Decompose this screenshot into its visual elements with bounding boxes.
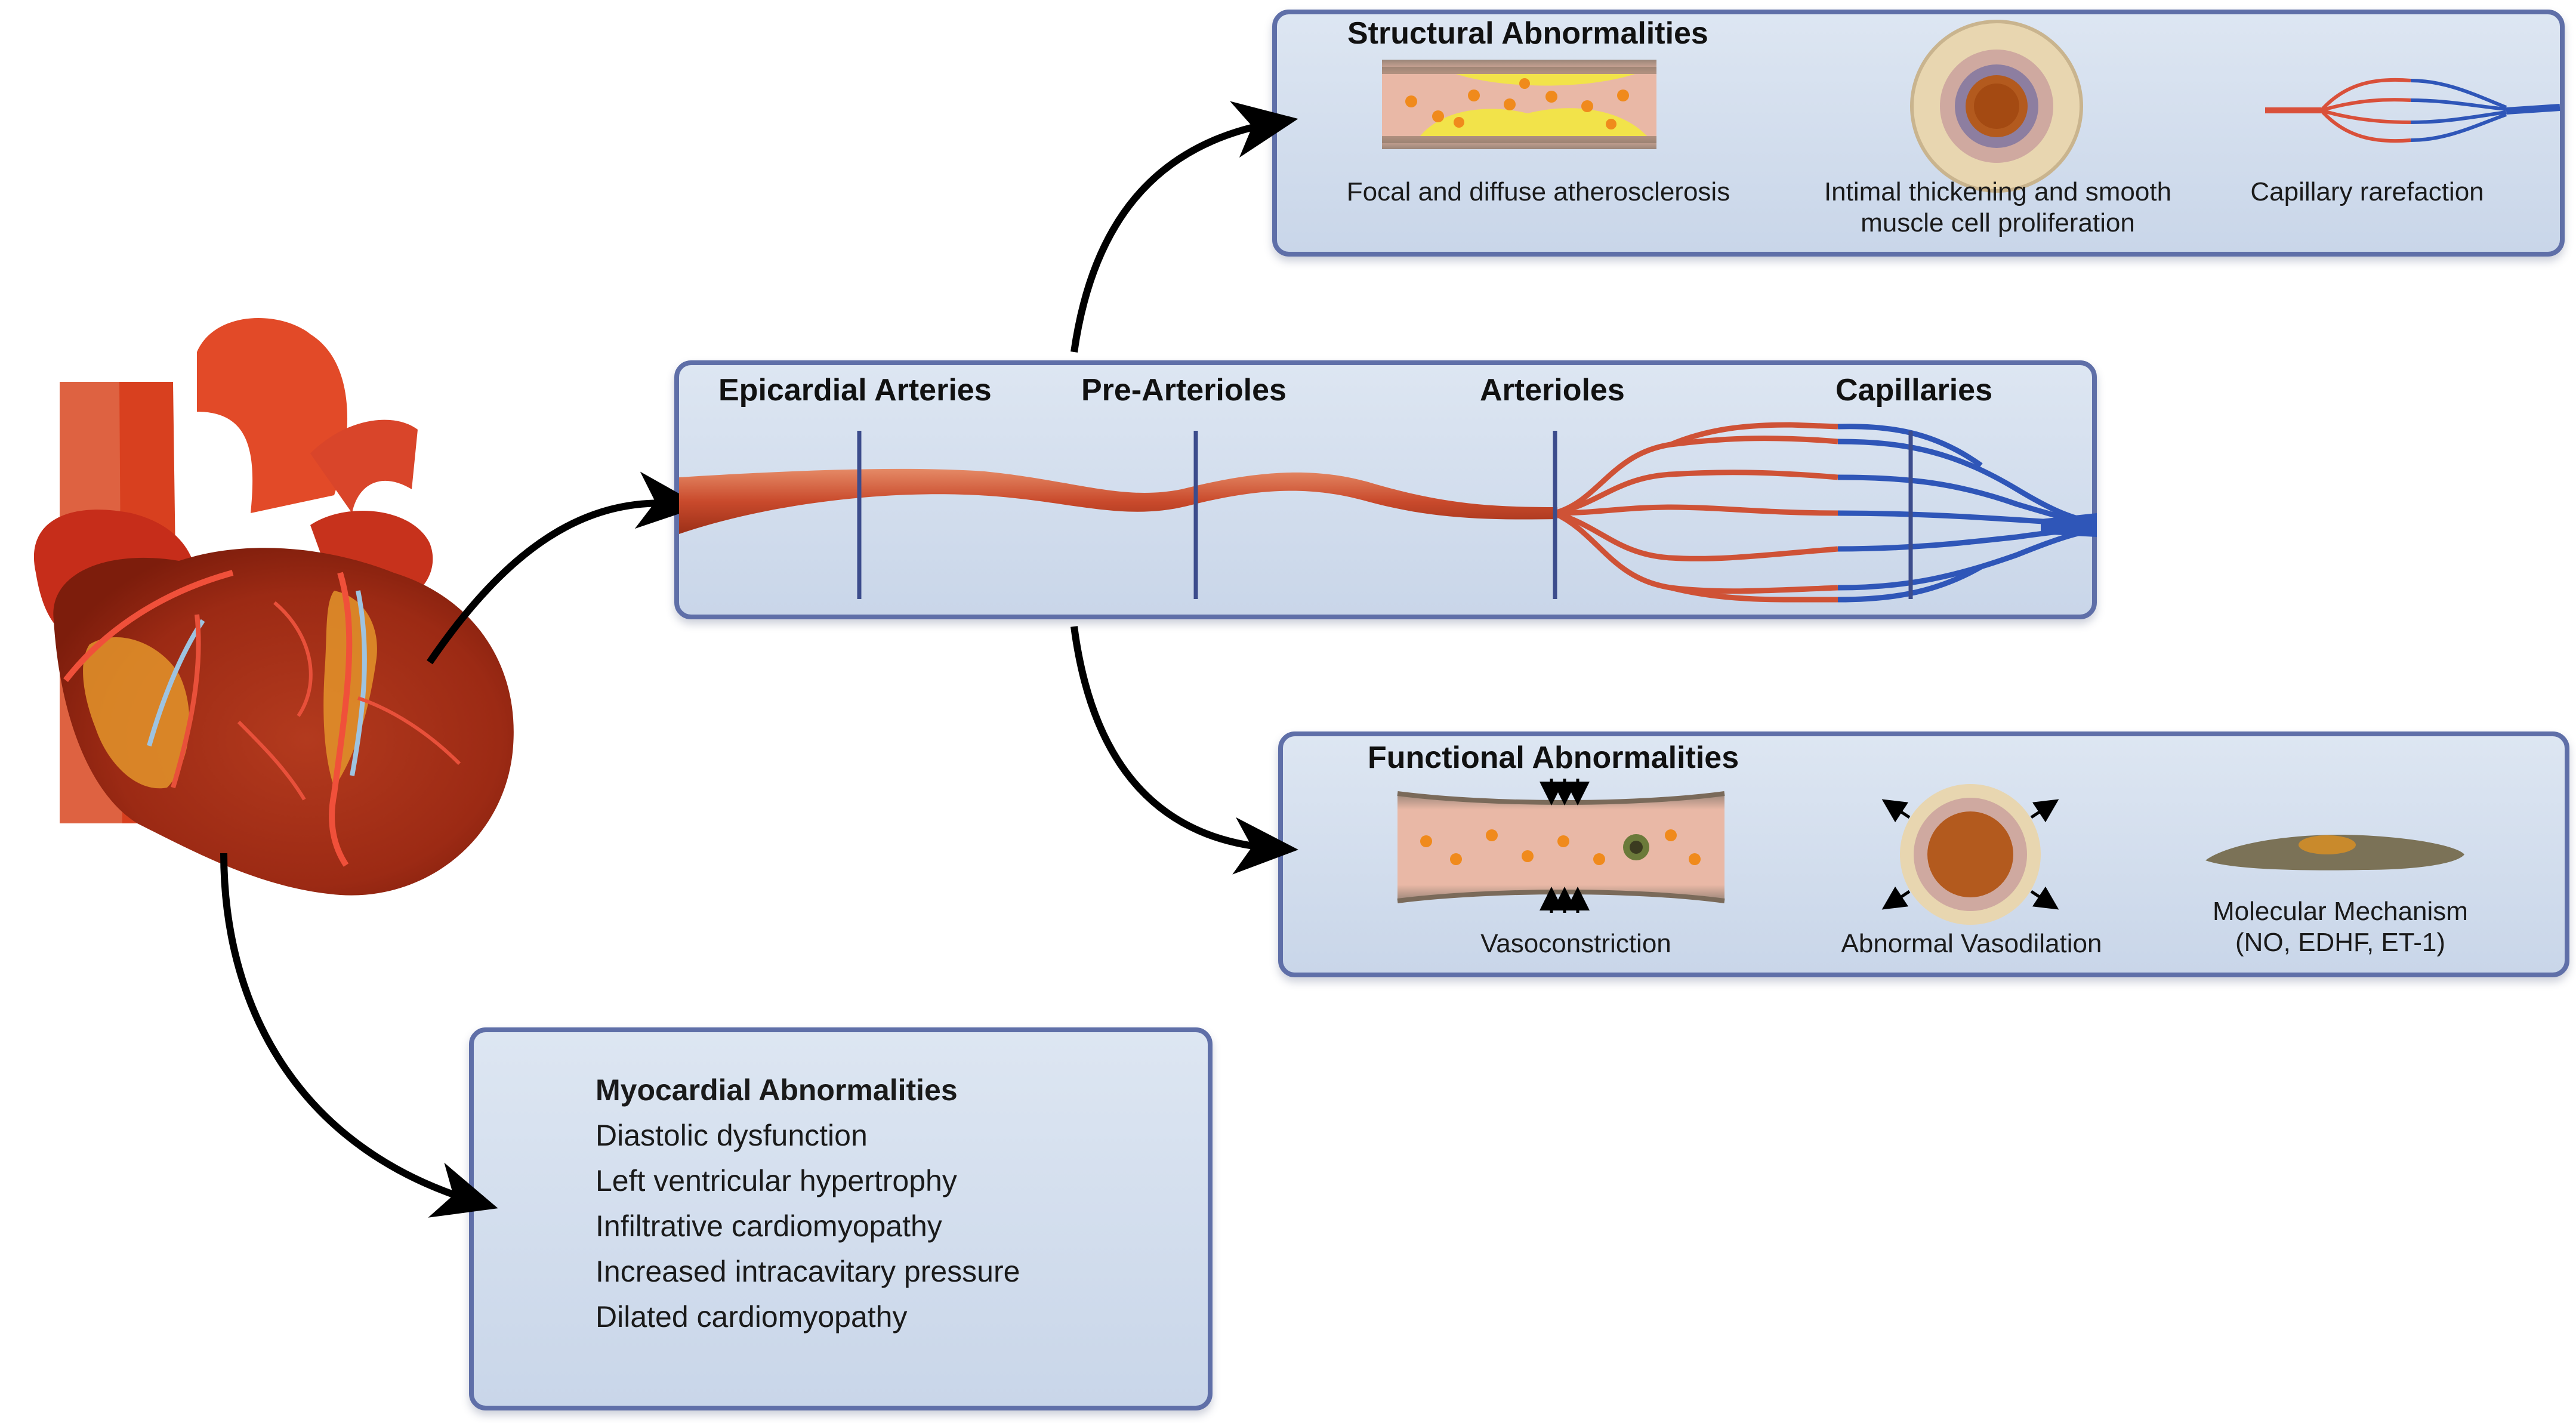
caption-line: muscle cell proliferation [1861, 208, 2135, 237]
endothelial-cell-icon [2205, 835, 2464, 871]
functional-caption-vasodilation: Abnormal Vasodilation [1816, 928, 2127, 959]
coronary-vein-left [147, 619, 205, 747]
caption-line: (NO, EDHF, ET-1) [2235, 928, 2446, 957]
vessel-tree [679, 422, 2097, 603]
structural-caption-atherosclerosis: Focal and diffuse atherosclerosis [1335, 177, 1741, 208]
caption-line: Capillary rarefaction [2250, 177, 2484, 206]
arrow-heart-to-myocardial [220, 853, 498, 1218]
myocardial-item: Left ventricular hypertrophy [596, 1164, 957, 1197]
arteriole-branches [1553, 422, 1838, 603]
functional-title: Functional Abnormalities [1368, 740, 1739, 775]
venule-branches [1837, 424, 2095, 603]
arrow-vessels-to-structural [1070, 101, 1298, 353]
intimal-thickening-icon [1910, 20, 2083, 193]
heart-illustration [33, 317, 514, 896]
arrow-vessels-to-functional [1070, 626, 1298, 875]
myocardial-item: Increased intracavitary pressure [596, 1255, 1020, 1288]
ventricles [53, 548, 514, 896]
myocardial-title: Myocardial Abnormalities [596, 1073, 958, 1107]
caption-line: Intimal thickening and smooth [1824, 177, 2172, 206]
myocardial-item: Diastolic dysfunction [596, 1119, 868, 1152]
coronary-artery-mid [171, 614, 201, 789]
caption-line: Abnormal Vasodilation [1841, 929, 2102, 958]
functional-caption-molecular: Molecular Mechanism (NO, EDHF, ET-1) [2185, 896, 2495, 958]
epicardial-fat-left [83, 637, 190, 789]
caption-line: Vasoconstriction [1480, 929, 1671, 958]
structural-caption-intimal: Intimal thickening and smooth muscle cel… [1795, 177, 2201, 239]
structural-title: Structural Abnormalities [1347, 16, 1708, 51]
atherosclerosis-icon [1382, 60, 1656, 149]
coronary-artery-lad [329, 572, 353, 867]
capillary-rarefaction-icon [2265, 78, 2560, 143]
caption-line: Molecular Mechanism [2213, 897, 2468, 926]
venule-outflow [2041, 513, 2097, 537]
coronary-branch-3 [237, 720, 306, 801]
coronary-artery-left [63, 570, 234, 683]
functional-caption-vasoconstriction: Vasoconstriction [1424, 928, 1728, 959]
label-epicardial-arteries: Epicardial Arteries [718, 373, 992, 408]
myocardial-item: Infiltrative cardiomyopathy [596, 1209, 942, 1243]
arrow-heart-to-vessels [427, 471, 702, 665]
aortic-arch [197, 317, 348, 513]
caption-line: Focal and diffuse atherosclerosis [1346, 177, 1730, 206]
label-capillaries: Capillaries [1835, 373, 1993, 408]
pulmonary-artery [310, 419, 418, 513]
coronary-branch-2 [357, 696, 461, 765]
label-pre-arterioles: Pre-Arterioles [1081, 373, 1287, 408]
label-arterioles: Arterioles [1480, 373, 1625, 408]
myocardial-panel [469, 1027, 1213, 1410]
coronary-branch-1 [273, 601, 313, 717]
abnormal-vasodilation-icon [1881, 784, 2059, 925]
vasoconstriction-icon [1397, 779, 1725, 913]
structural-caption-capillary: Capillary rarefaction [2215, 177, 2519, 208]
flow-arrows [220, 101, 1298, 1218]
coronary-vein-lad [350, 590, 367, 776]
main-vessel [679, 468, 1557, 534]
myocardial-item: Dilated cardiomyopathy [596, 1300, 908, 1334]
